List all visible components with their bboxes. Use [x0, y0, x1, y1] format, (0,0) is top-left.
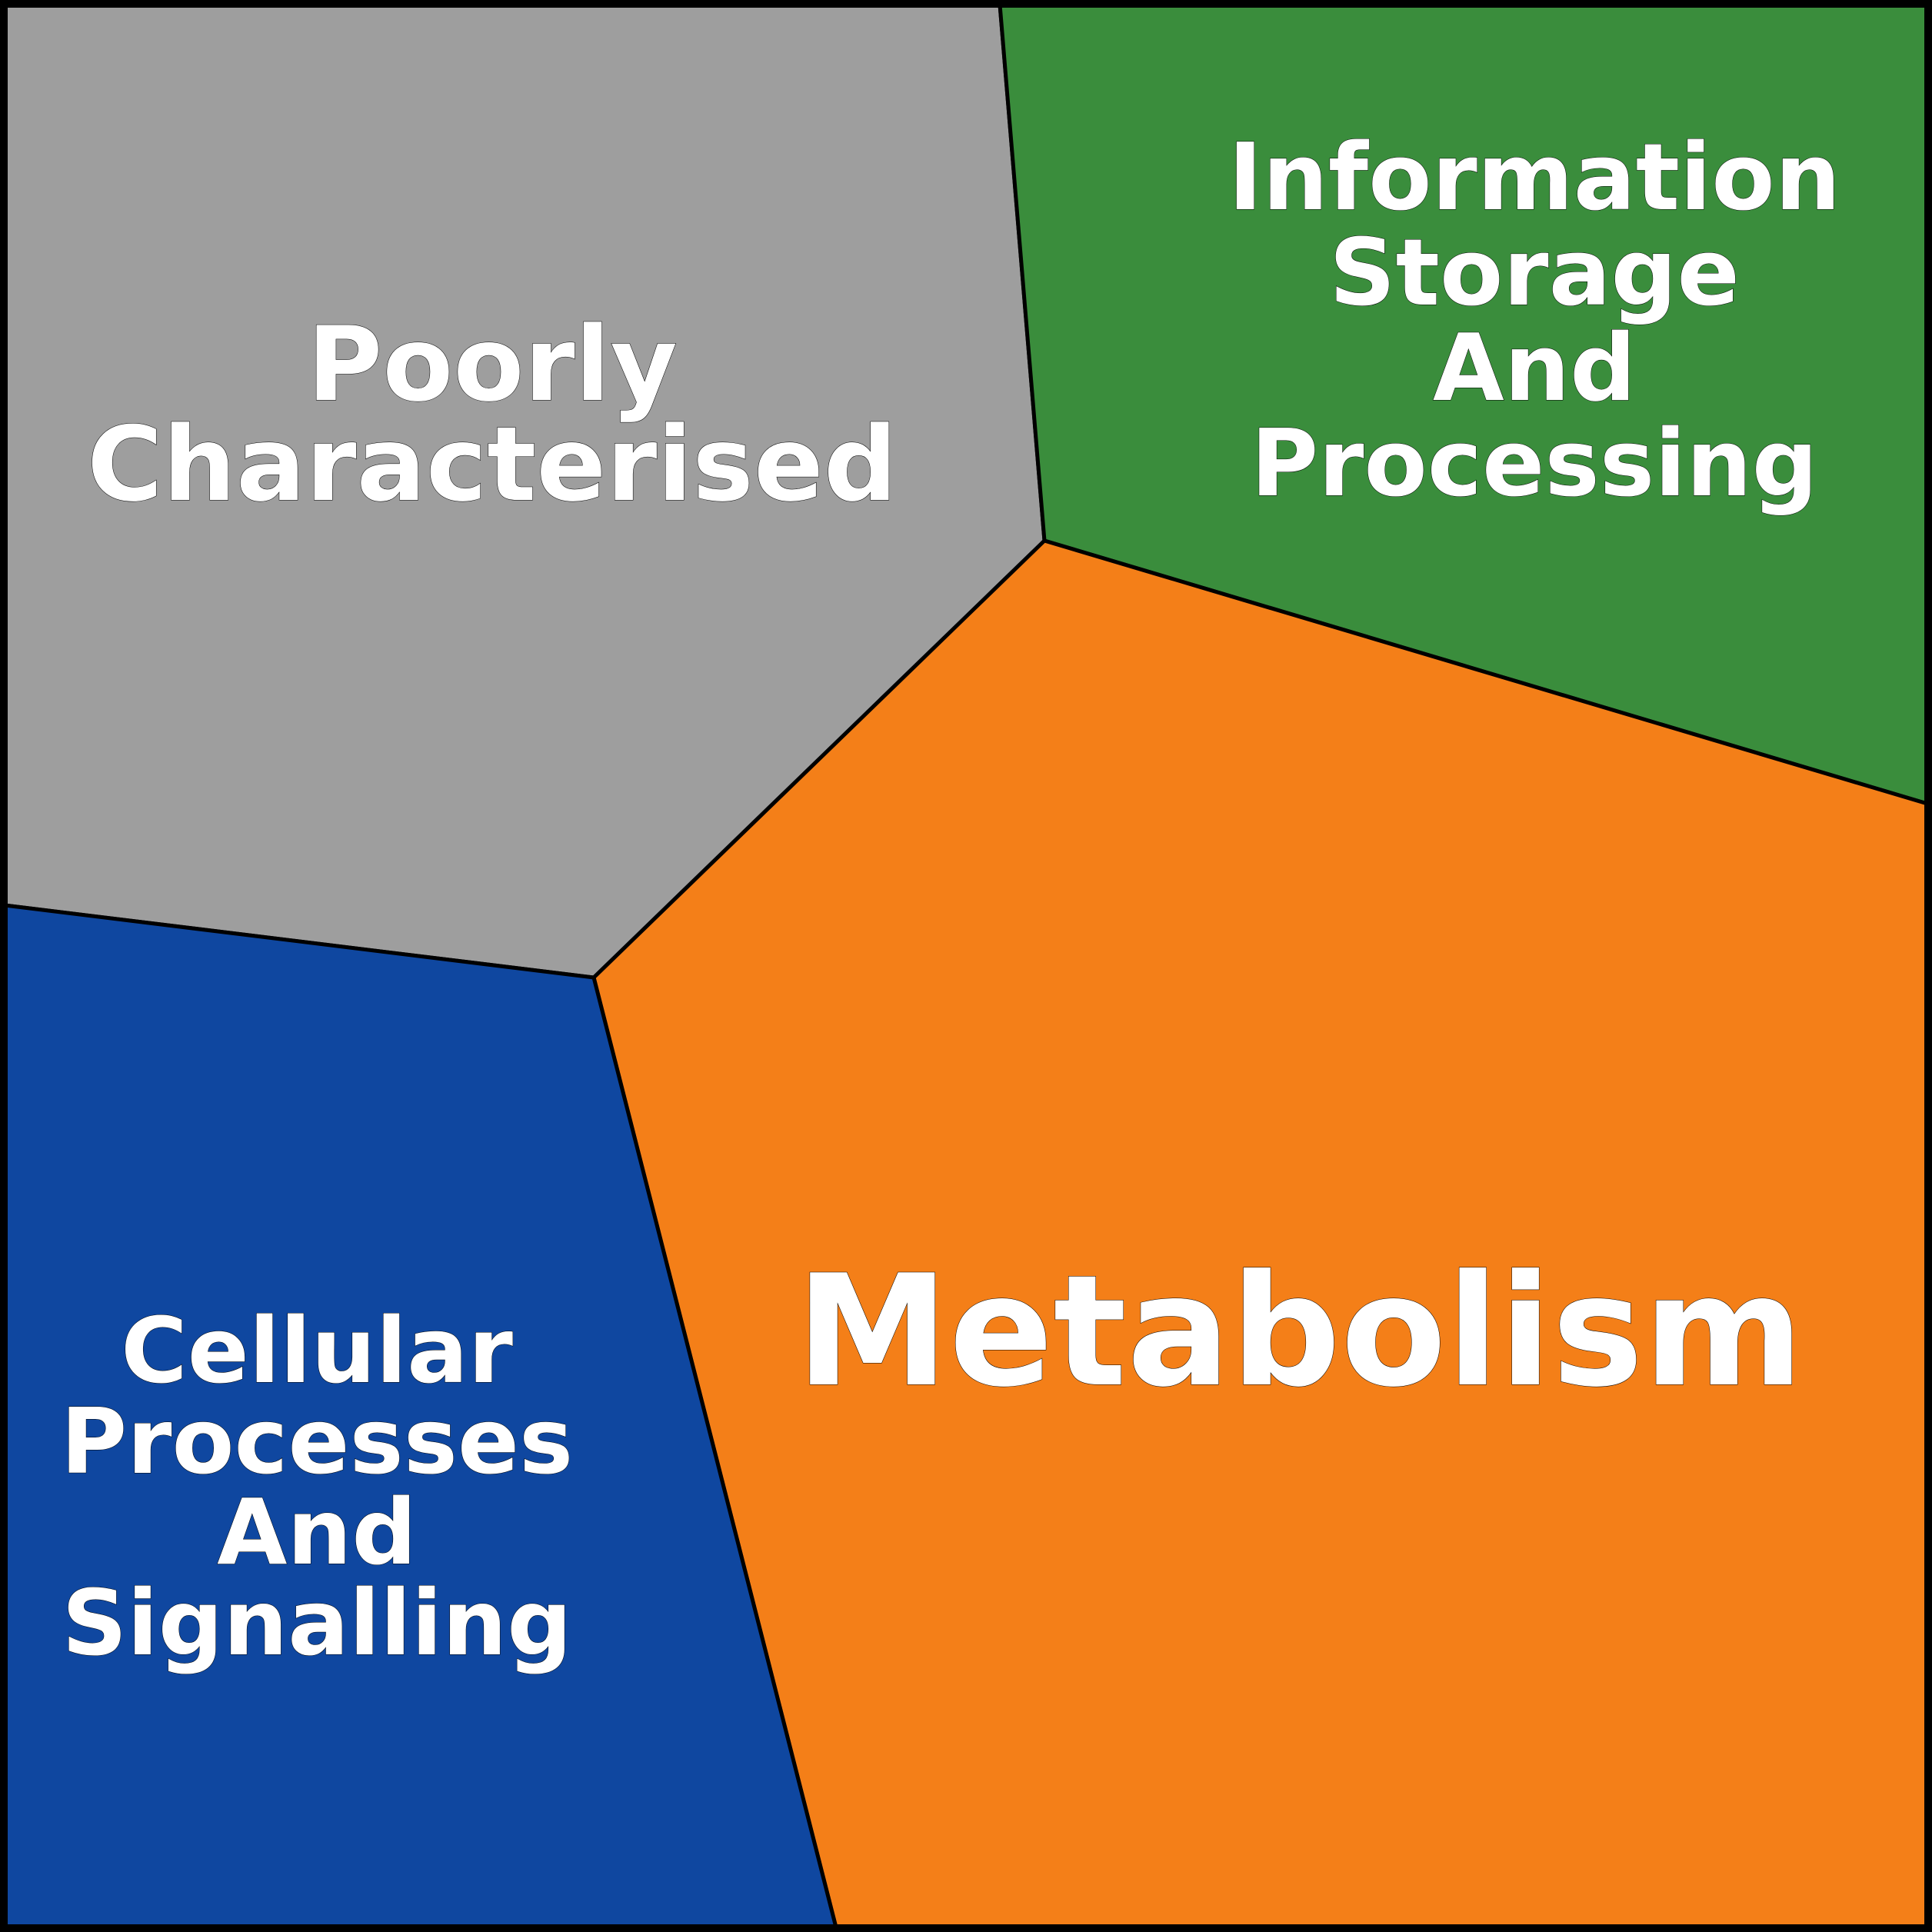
cell-information-storage-and-processing-label-line: Information: [1228, 125, 1840, 232]
cell-cellular-processes-and-signalling-label-line: Signalling: [62, 1570, 571, 1676]
cell-metabolism-label: Metabolism: [796, 1242, 1804, 1421]
cell-poorly-characterised-label-line: Poorly: [307, 305, 678, 425]
cell-metabolism: Metabolism: [591, 538, 1930, 1930]
cell-cellular-processes-and-signalling-label-line: And: [217, 1479, 417, 1585]
cell-information-storage-and-processing-label-line: Processing: [1251, 411, 1817, 518]
cell-information-storage-and-processing-label-line: And: [1433, 315, 1636, 422]
cell-cellular-processes-and-signalling-label-line: Processes: [61, 1388, 573, 1494]
cell-cellular-processes-and-signalling-label-line: Cellular: [121, 1297, 513, 1404]
cell-information-storage-and-processing-label-line: Storage: [1329, 220, 1740, 327]
cell-poorly-characterised-label-line: Characterised: [87, 405, 898, 525]
cell-metabolism-label-line: Metabolism: [796, 1242, 1804, 1421]
